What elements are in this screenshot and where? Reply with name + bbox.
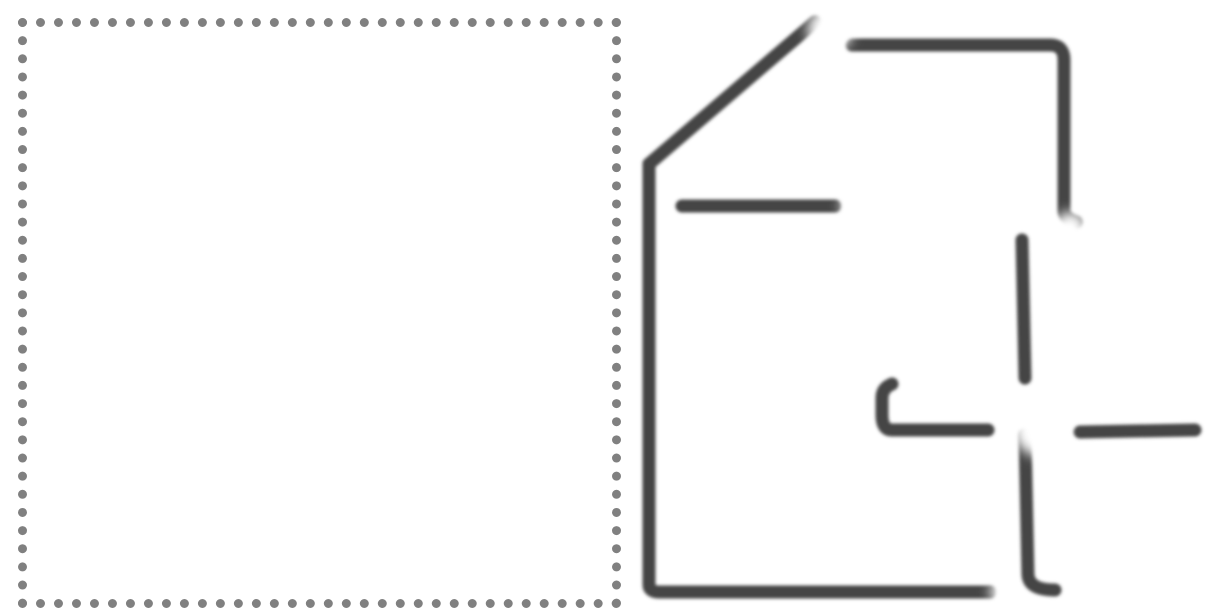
plus-right-arm: [1073, 423, 1202, 439]
empty-placeholder-frame: [18, 18, 621, 608]
new-document-icon[interactable]: [630, 0, 1230, 615]
document-fold-edge: [642, 15, 822, 171]
document-top-edge: [845, 38, 1083, 229]
plus-vertical-top: [1015, 233, 1032, 385]
document-outline: [642, 157, 997, 599]
plus-left-arm: [875, 377, 995, 437]
plus-vertical-bottom: [1018, 428, 1062, 597]
